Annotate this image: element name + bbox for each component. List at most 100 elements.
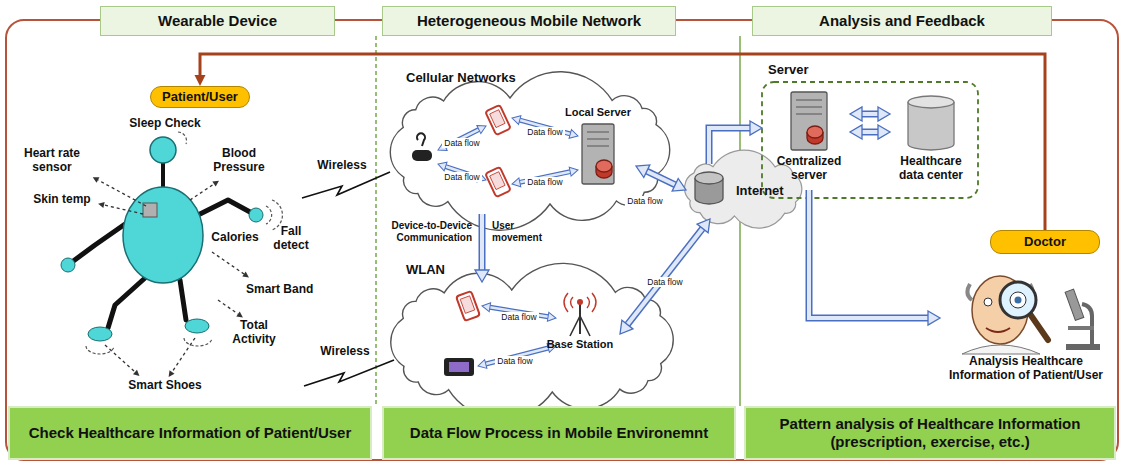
node-text: WLAN [406,262,672,278]
figure-limb [72,222,128,262]
cylinder-body [908,102,954,150]
connector-outline [862,129,878,136]
flow-arrow [862,132,878,133]
phone-screen [460,296,475,314]
node-shape [540,294,620,370]
node-text: Healthcare data center [890,154,972,183]
connector-outline [479,214,486,270]
annotation-label: Wireless [312,158,372,172]
doctor-illustration [962,276,1100,354]
phone-screen [490,110,505,128]
figure-neck [161,163,165,188]
connector-outline [627,228,702,324]
cloud-contents [444,291,548,376]
node-text: Patient/User [162,89,238,105]
radio-wave [587,297,590,308]
pointer-arrow [212,252,244,274]
label-slot: Data flow [495,306,543,324]
smart-band-icon [412,150,432,161]
connector-core [627,228,702,324]
flow-arrow [709,128,750,164]
node-text: Analysis Healthcare Information of Patie… [948,354,1104,383]
connector-core [647,171,675,185]
section-band: Pattern analysis of Healthcare Informati… [744,406,1116,460]
node-text: Doctor [1024,234,1066,250]
figure-hand [61,258,75,272]
phone-icon [485,105,510,135]
node-text: Internet [736,183,784,199]
label-slot: Smart Shoes [110,378,220,392]
label-slot: Total Activity [222,318,286,347]
figure-head [150,137,176,163]
drive-slot [796,113,822,114]
microscope-base [1066,344,1100,350]
flow-arrow [862,114,878,115]
edge-label: Data flow [625,196,664,206]
node-text: Pattern analysis of Healthcare Informati… [754,415,1106,451]
label-slot: Wireless [316,344,374,358]
role-badge: Doctor [990,230,1100,254]
figure-hand [249,208,263,222]
doctor-eye [984,298,992,306]
connector-core [862,112,878,116]
doctor-analysis: Analysis Healthcare Information of Patie… [940,262,1112,402]
node-text: Cellular Networks [406,70,668,86]
wireless-link [302,172,390,198]
magnifier-handle [1030,314,1048,340]
local-server: Local Server [560,104,636,192]
radio-wave [571,297,574,308]
phone-icon [456,291,480,321]
radio-wave [564,293,568,312]
node-text: Server [768,62,978,78]
pointer-arrow [98,180,146,206]
cloud-outline [391,263,673,418]
pointer-arrow [104,205,143,214]
data-center: Healthcare data center [890,90,972,190]
flow-arrow [627,228,702,324]
signal-arc [266,206,272,224]
antenna-tip [577,299,583,305]
node-text: Heterogeneous Mobile Network [417,12,641,30]
database-icon [695,172,723,204]
server-icon [582,124,614,184]
cloud-outline [390,72,669,230]
connector-heads [709,128,750,164]
label-slot: Skin temp [22,192,102,206]
storage-icon [908,96,954,150]
antenna-legs [570,316,590,336]
phone-screen [490,172,505,190]
flow-label: Data flow [495,356,534,366]
connector-core [480,214,484,270]
label-slot: Blood Pressure [203,146,275,175]
flow-arrow [809,190,928,318]
signal-arc [86,346,114,354]
cylinder-top [807,126,823,138]
microscope-arm [1082,304,1092,344]
pointer-arrow [172,338,195,372]
microscope-tube [1065,289,1084,320]
connector-core [809,190,928,318]
label-slot: Device-to-Device Communication [380,220,472,244]
node-text: Wearable Device [158,12,277,30]
drive-slot [796,106,822,107]
figure-limb [180,280,186,320]
section-header: Heterogeneous Mobile Network [382,6,676,36]
connector-heads [862,132,878,133]
connector-core [862,130,878,134]
annotation-label: Sleep Check [115,116,215,130]
drive-slot [587,138,609,139]
pointer-arrow [105,345,135,372]
label-slot: Heart rate sensor [12,146,92,175]
label-slot: User movement [492,220,554,244]
server-icon [791,92,827,150]
phone-body [485,167,510,197]
doctor-coat [962,345,1040,354]
flow-arrow [482,214,483,270]
annotation-label: Skin temp [22,192,102,206]
annotation-label: Fall detect [264,224,318,253]
network-cloud: WLANBase Station [392,262,672,402]
edge-label: Data flow [645,277,684,287]
label-slot: Smart Band [246,282,326,296]
role-badge: Patient/User [150,86,250,108]
